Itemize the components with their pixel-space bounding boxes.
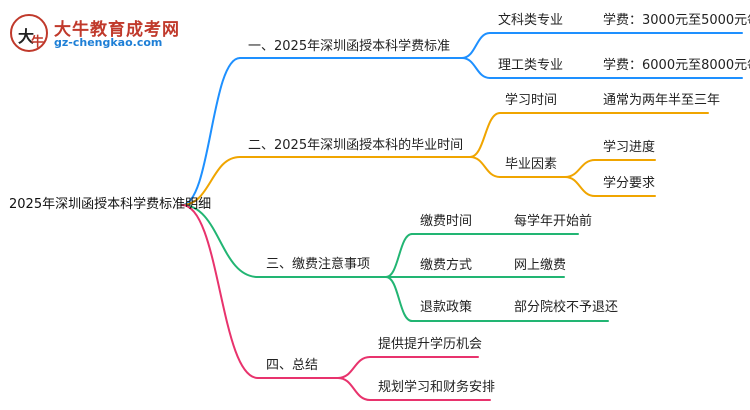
branch-1-child-2-value: 学费：6000元至8000元每年 <box>603 58 750 73</box>
branch-1-child-1-value: 学费：3000元至5000元每年 <box>603 13 750 28</box>
mindmap-root: 2025年深圳函授本科学费标准明细 <box>9 197 212 212</box>
branch-1-child-1-label: 文科类专业 <box>498 13 564 28</box>
logo-mark-icon: 大 牛 <box>10 14 48 52</box>
branch-3-child-3-value: 部分院校不予退还 <box>514 300 619 315</box>
branch-2-child-1-value: 通常为两年半至三年 <box>603 93 721 108</box>
branch-3-child-1-label: 缴费时间 <box>420 214 473 229</box>
connector-root-b1 <box>181 57 241 206</box>
branch-2-label: 二、2025年深圳函授本科的毕业时间 <box>248 138 464 153</box>
connector-b3-c1 <box>385 233 413 278</box>
connector-b2-c1 <box>469 112 501 158</box>
connector-b2-s2 <box>564 176 596 197</box>
branch-1-label: 一、2025年深圳函授本科学费标准 <box>248 39 451 54</box>
connector-root-b4 <box>181 204 259 379</box>
logo-url: gz-chengkao.com <box>54 36 163 49</box>
branch-3-child-1-value: 每学年开始前 <box>514 214 593 229</box>
branch-3-child-2-label: 缴费方式 <box>420 258 473 273</box>
branch-2-child-1-label: 学习时间 <box>505 93 558 108</box>
connector-b1-c1 <box>461 32 491 59</box>
connector-root-b3 <box>181 204 259 278</box>
logo-mark-char-b: 牛 <box>31 35 45 50</box>
branch-2-sub-2: 学分要求 <box>603 176 656 191</box>
connector-b3-c3 <box>385 276 413 322</box>
connector-b2-s1 <box>564 159 596 178</box>
branch-3-child-3-label: 退款政策 <box>420 300 473 315</box>
branch-3-child-2-value: 网上缴费 <box>514 258 567 273</box>
connector-b4-c2 <box>337 377 371 401</box>
branch-4-label: 四、总结 <box>266 358 319 373</box>
branch-4-child-1-label: 提供提升学历机会 <box>378 337 483 352</box>
logo-mark-char-a: 大 <box>18 27 35 46</box>
branch-3-label: 三、缴费注意事项 <box>266 257 371 272</box>
connector-b4-c1 <box>337 356 371 379</box>
branch-1-child-2-label: 理工类专业 <box>498 58 564 73</box>
connector-root-b2 <box>181 156 241 206</box>
branch-2-child-2-label: 毕业因素 <box>505 157 558 172</box>
branch-2-sub-1: 学习进度 <box>603 140 656 155</box>
logo-title: 大牛教育成考网 <box>54 20 180 40</box>
site-logo[interactable]: 大 牛 大牛教育成考网 gz-chengkao.com <box>10 14 200 54</box>
connector-b1-c2 <box>461 57 491 79</box>
connector-b2-c2 <box>469 156 501 178</box>
branch-4-child-2-label: 规划学习和财务安排 <box>378 380 496 395</box>
